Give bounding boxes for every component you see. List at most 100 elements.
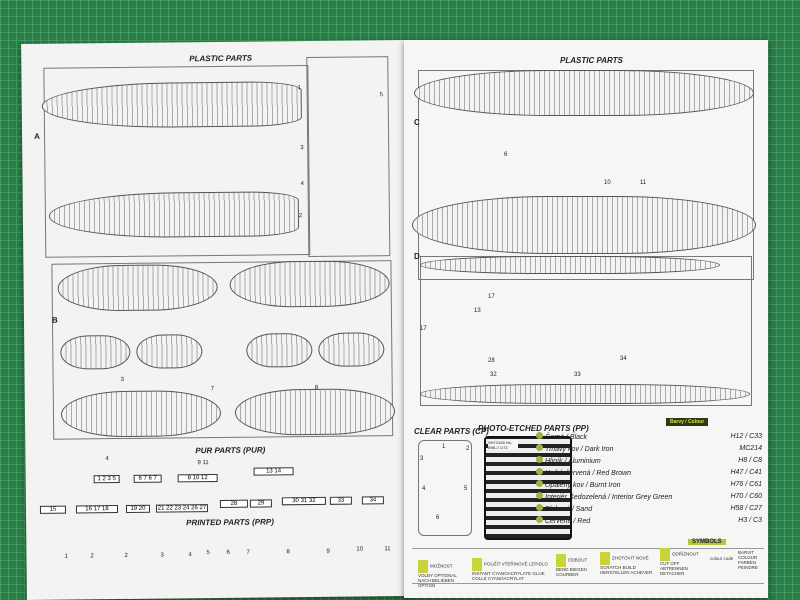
part-number: 3 (300, 145, 304, 152)
color-row: Tmavý kov / Dark Iron MC214 (536, 442, 762, 454)
symbols-title: SYMBOLS (688, 539, 726, 545)
printed-part-label: 8 (286, 549, 290, 556)
pur-part-group: 6 7 6 7 (133, 474, 162, 483)
wing-part (414, 70, 754, 116)
pur-part-group: 29 (249, 499, 272, 508)
part-number: 34 (620, 356, 627, 362)
pur-parts-title: PUR PARTS (PUR) (195, 445, 266, 456)
part-number: 4 (105, 456, 109, 463)
pur-part-group: 1 2 3 5 (93, 475, 120, 484)
part-number: 2 (298, 213, 303, 220)
part-number: 1 (442, 444, 446, 450)
sprue-a-side-frame (306, 56, 391, 258)
part-number: 7 (210, 386, 215, 393)
symbol-scratch-build: ZHOTOVIT NOVÉ SCRATCH BUILD HERSTELLEN A… (600, 552, 656, 575)
part-number: 6 (504, 152, 508, 158)
part-number: 4 (422, 486, 426, 492)
printed-part-label: 6 (226, 549, 230, 556)
part-number: 33 (574, 372, 581, 378)
part-number: 9 11 (197, 460, 209, 467)
pur-part-group: 34 (361, 496, 384, 505)
color-row: Červené / Red H3 / C3 (536, 514, 762, 526)
wing-part (57, 263, 218, 312)
color-name: Opálený kov / Burnt Iron (545, 481, 621, 489)
pur-part-group: 30 31 32 (281, 496, 326, 506)
printed-part-label: 1 (64, 553, 68, 560)
color-name: Hnědočervená / Red Brown (545, 469, 631, 477)
color-row: Hliník / Aluminium H8 / C8 (536, 454, 762, 466)
printed-part-label: 11 (384, 546, 391, 553)
sprue-label-b: B (51, 315, 58, 325)
clear-parts-frame (418, 440, 472, 536)
color-name: Černá / Black (545, 433, 588, 441)
color-ref: H70 / C60 (730, 492, 762, 500)
wing-part (246, 332, 313, 368)
part-number: 8 (314, 384, 319, 391)
part-number: 5 (464, 486, 468, 492)
part-number: 6 (436, 515, 440, 521)
paint-drop-icon (536, 503, 543, 511)
pur-part-group: 15 (39, 505, 67, 514)
strut-part (420, 384, 750, 404)
paint-drop-icon (536, 431, 543, 439)
color-ref: H76 / C61 (730, 480, 762, 488)
color-name: Tmavý kov / Dark Iron (545, 445, 614, 453)
color-name: Pískové / Sand (545, 505, 593, 513)
color-row: Interiér, šedozelená / Interior Grey Gre… (536, 490, 762, 502)
color-name: Červené / Red (545, 517, 591, 525)
printed-part-label: 5 (206, 550, 210, 557)
part-number: 3 (420, 456, 424, 462)
plastic-parts-title: PLASTIC PARTS (560, 56, 623, 65)
color-name: Hliník / Aluminium (545, 457, 601, 465)
part-number: 10 (604, 180, 611, 186)
printed-parts-title: PRINTED PARTS (PRP) (186, 517, 274, 528)
paint-drop-icon (536, 443, 543, 451)
printed-part-label: 3 (160, 552, 164, 559)
hand-icon (600, 552, 610, 565)
sprue-label-d: D (414, 252, 420, 261)
glue-drop-icon (472, 558, 482, 571)
part-number: 5 (379, 92, 384, 99)
wing-part (60, 334, 131, 370)
color-row: Opálený kov / Burnt Iron H76 / C61 (536, 478, 762, 490)
sprue-label-a: A (34, 131, 40, 141)
question-icon (418, 560, 428, 573)
paint-drop-icon (536, 515, 543, 523)
color-name: Interiér, šedozelená / Interior Grey Gre… (545, 493, 673, 501)
wing-part (318, 332, 385, 367)
paint-drop-icon (536, 467, 543, 475)
color-row: Černá / Black H12 / C33 (536, 430, 762, 442)
symbol-optional: MOŽNOST VOLBY OPTIONAL NACH BELIEBEN OPT… (418, 560, 468, 588)
photo-etched-fret: SH72428 He-59B-2 1/72 (484, 436, 572, 540)
symbol-paint: BARVIT COLOUR FARBEN PEINDRE (738, 550, 759, 570)
printed-part-label: 2 (90, 553, 94, 560)
part-number: 17 (420, 326, 427, 332)
color-table: Černá / Black H12 / C33 Tmavý kov / Dark … (536, 430, 762, 526)
color-ref: MC214 (739, 444, 762, 452)
symbols-strip (412, 548, 764, 584)
symbol-colour-code: colour code (710, 556, 734, 561)
part-number: 13 (474, 308, 481, 314)
part-number: 17 (488, 294, 495, 300)
symbol-cut-off: ODŘÍZNOUT CUT OFF ABTRENNEN DETACHER (660, 548, 708, 576)
part-number: 32 (490, 372, 497, 378)
color-ref: H12 / C33 (730, 432, 762, 440)
part-number: 3 (120, 376, 124, 384)
pur-part-group: 13 14 (253, 467, 294, 476)
wing-part (234, 388, 396, 436)
pur-part-group: 33 (329, 496, 352, 505)
pur-part-group: 16 17 18 (75, 505, 119, 514)
clear-parts-title: CLEAR PARTS (CP) (414, 427, 489, 436)
symbol-bend: ODBOUT BEND BIEGEN COURBER (556, 554, 596, 577)
right-instruction-page: PLASTIC PARTS C 6 10 11 D 17 13 17 28 32… (404, 40, 768, 598)
part-number: 1 (297, 85, 301, 92)
pur-part-group: 28 (219, 499, 248, 508)
sprue-label-c: C (414, 118, 420, 127)
color-ref: H8 / C8 (738, 456, 762, 464)
printed-part-label: 10 (356, 546, 364, 553)
color-ref: H3 / C3 (738, 516, 762, 524)
left-instruction-page: PLASTIC PARTS A 1 2 3 4 5 B 3 7 8 PUR PA… (21, 40, 411, 600)
knife-icon (660, 548, 670, 561)
